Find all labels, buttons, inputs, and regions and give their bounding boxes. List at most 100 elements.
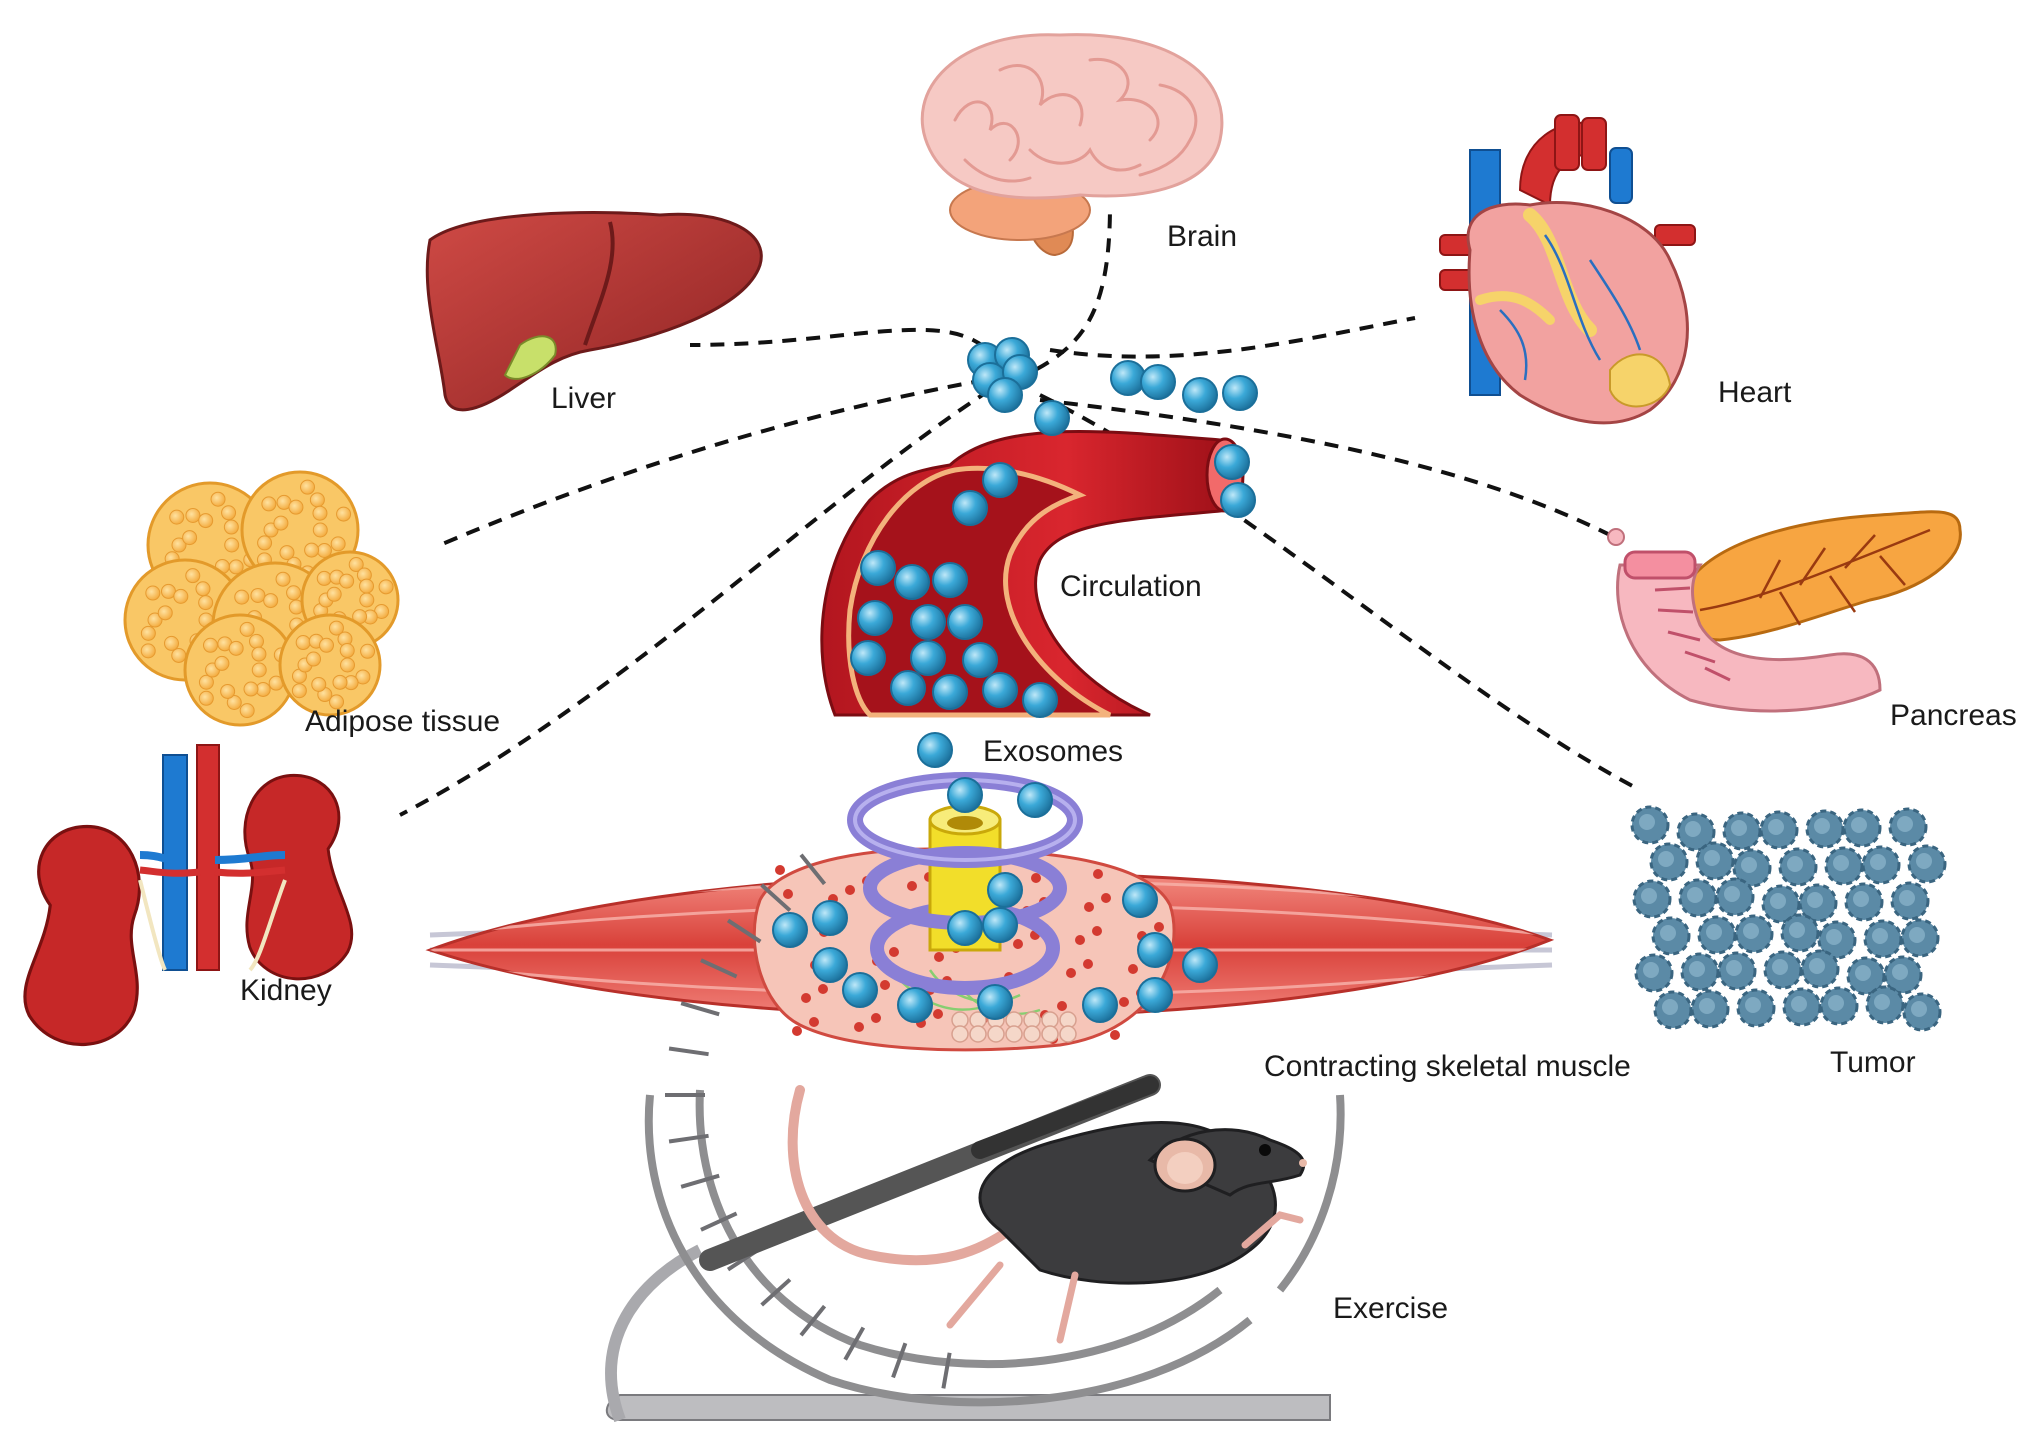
- label-heart: Heart: [1718, 376, 1792, 409]
- tumor-cell-nucleus: [1660, 925, 1676, 941]
- exosome-icon: [1182, 377, 1218, 413]
- exosome-icon: [1110, 360, 1146, 396]
- lipid-droplet: [273, 515, 289, 531]
- lipid-droplet: [286, 585, 302, 601]
- muscle-fiber: [1093, 869, 1103, 879]
- lipid-droplet: [157, 605, 173, 621]
- tumor-cell-nucleus: [1706, 924, 1722, 940]
- lipid-droplet: [140, 643, 156, 659]
- lipid-droplet: [164, 635, 180, 651]
- muscle-fiber: [775, 865, 785, 875]
- kidney-icon: [23, 744, 354, 1047]
- tumor-cell-nucleus: [1726, 960, 1742, 976]
- wheel-rung: [891, 1342, 908, 1379]
- lipid-droplet: [326, 586, 342, 602]
- wheel-rung: [799, 1304, 827, 1337]
- muscle-fiber: [845, 885, 855, 895]
- tumor-cell-nucleus: [1787, 856, 1803, 872]
- lipid-droplet: [339, 643, 355, 659]
- exosome-icon: [952, 490, 988, 526]
- lipid-droplet: [224, 537, 240, 553]
- lipid-droplet: [250, 587, 266, 603]
- label-adipose-tissue: Adipose tissue: [305, 705, 501, 738]
- muscle-fiber: [1083, 959, 1093, 969]
- lipid-droplet: [348, 557, 364, 573]
- tumor-cell-nucleus: [1699, 998, 1715, 1014]
- connector-pancreas: [1039, 398, 1611, 537]
- wheel-rung: [843, 1326, 866, 1361]
- bead: [1041, 1025, 1059, 1043]
- muscle-fiber: [1013, 939, 1023, 949]
- exosome-icon: [1137, 932, 1173, 968]
- lipid-droplet: [336, 506, 352, 522]
- tumor-cell-nucleus: [1828, 995, 1844, 1011]
- exosome-icon: [932, 674, 968, 710]
- lipid-droplet: [202, 637, 218, 653]
- exosome-icon: [947, 910, 983, 946]
- lipid-droplet: [239, 621, 255, 637]
- lipid-droplet: [328, 620, 344, 636]
- wheel-rung: [680, 1173, 720, 1189]
- tumor-cell-nucleus: [1853, 891, 1869, 907]
- lipid-droplet: [210, 491, 226, 507]
- label-tumor: Tumor: [1830, 1046, 1916, 1079]
- lipid-droplet: [243, 681, 259, 697]
- label-circulation: Circulation: [1060, 570, 1202, 603]
- label-kidney: Kidney: [240, 974, 332, 1007]
- tumor-cell-nucleus: [1911, 1001, 1927, 1017]
- tumor-cell-nucleus: [1872, 928, 1888, 944]
- muscle-fiber: [880, 980, 890, 990]
- muscle-fiber: [792, 1026, 802, 1036]
- lipid-droplet: [198, 513, 214, 529]
- lipid-droplet: [223, 519, 239, 535]
- muscle-fiber: [1031, 873, 1041, 883]
- label-liver: Liver: [551, 382, 617, 415]
- lipid-droplet: [185, 507, 201, 523]
- lipid-droplet: [329, 694, 345, 710]
- exosome-icon: [1182, 947, 1218, 983]
- lipid-droplet: [360, 643, 376, 659]
- exosome-icon: [982, 907, 1018, 943]
- tumor-cell-nucleus: [1833, 855, 1849, 871]
- lipid-droplet: [288, 499, 304, 515]
- wheel-rung: [726, 918, 762, 944]
- mouse-on-wheel-icon: [605, 853, 1345, 1423]
- tumor-cell-nucleus: [1768, 819, 1784, 835]
- muscle-fiber: [907, 881, 917, 891]
- muscle-fiber: [889, 947, 899, 957]
- wheel-rung: [700, 958, 738, 979]
- exosome-icon: [850, 640, 886, 676]
- connector-brain: [1014, 204, 1112, 382]
- heart-icon: [1439, 114, 1696, 425]
- exosome-icon: [917, 732, 953, 768]
- muscle-fiber: [933, 1009, 943, 1019]
- brain-icon: [920, 33, 1224, 257]
- exosome-icon: [947, 777, 983, 813]
- lipid-droplet: [257, 535, 273, 551]
- lipid-droplet: [291, 683, 307, 699]
- muscle-fiber: [1110, 1030, 1120, 1040]
- wheel-rung: [700, 1211, 738, 1232]
- tumor-cell-nucleus: [1689, 961, 1705, 977]
- tumor-cell-nucleus: [1685, 821, 1701, 837]
- exosome-icon: [812, 900, 848, 936]
- bead: [1059, 1025, 1077, 1043]
- muscle-fiber: [1154, 922, 1164, 932]
- tumor-cell-nucleus: [1639, 814, 1655, 830]
- bead: [987, 1025, 1005, 1043]
- lipid-droplet: [378, 579, 394, 595]
- lipid-droplet: [330, 536, 346, 552]
- lipid-droplet: [220, 683, 236, 699]
- muscle-fiber: [818, 984, 828, 994]
- tumor-cell-nucleus: [1899, 890, 1915, 906]
- tumor-cell-nucleus: [1791, 996, 1807, 1012]
- exosome-icon: [772, 912, 808, 948]
- lipid-droplet: [340, 657, 355, 673]
- adipose-tissue-icon: [123, 470, 400, 727]
- lipid-droplet: [140, 625, 156, 641]
- exosome-icon: [1137, 977, 1173, 1013]
- label-exosomes: Exosomes: [983, 735, 1124, 768]
- tumor-cell-nucleus: [1909, 927, 1925, 943]
